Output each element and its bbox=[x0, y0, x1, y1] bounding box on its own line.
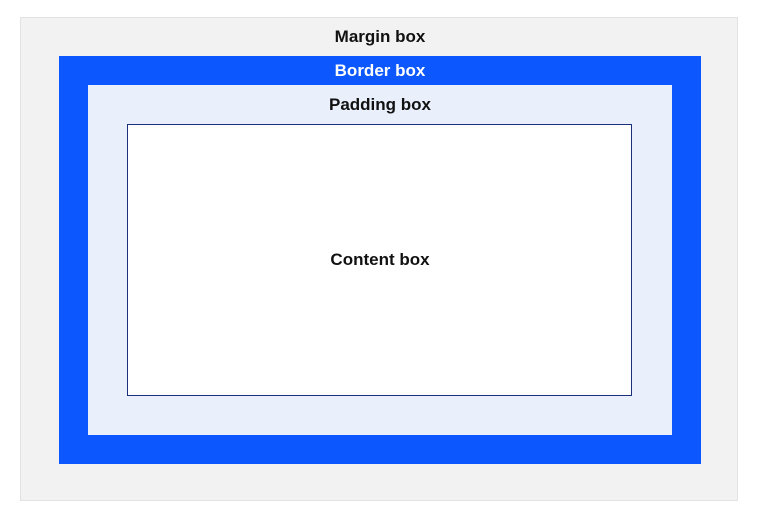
margin-box-label: Margin box bbox=[334, 27, 426, 46]
border-box-label: Border box bbox=[334, 61, 426, 80]
padding-box-label: Padding box bbox=[329, 95, 431, 114]
content-box-label: Content box bbox=[330, 250, 430, 269]
content-box-area bbox=[127, 124, 632, 396]
